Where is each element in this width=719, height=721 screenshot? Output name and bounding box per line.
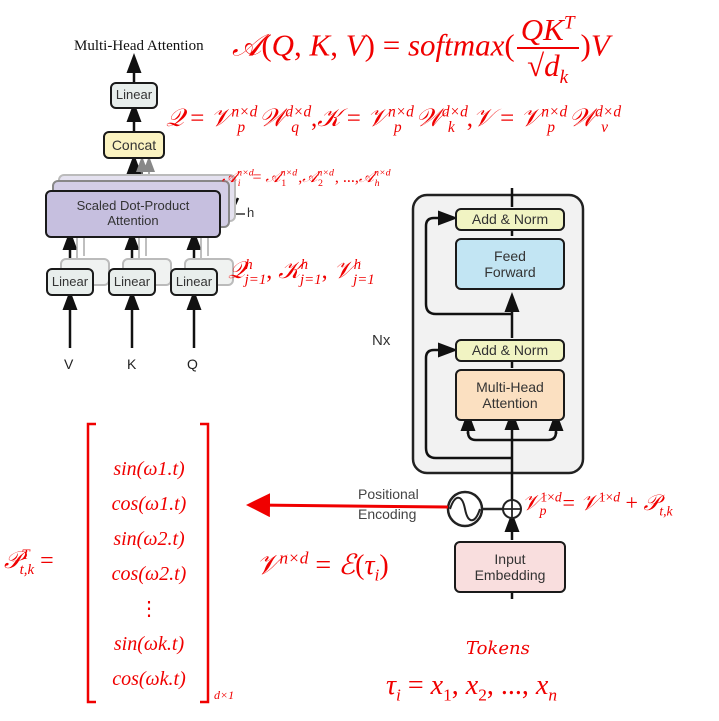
add-norm-bottom-label: Add & Norm [471,342,549,359]
add-norm-top-label: Add & Norm [471,211,549,228]
pos-matrix-row: sin(ω1.t) [113,458,185,480]
residual-connection-2 [424,210,512,316]
sdpa-label-line2: Attention [107,213,159,228]
pos-matrix-row: ⋮ [139,598,159,620]
nx-label: Nx [372,332,391,349]
ghost-head-lines [76,236,209,260]
input-embedding-box: Input Embedding [454,541,566,593]
linear-output-label: Linear [115,87,153,103]
attention-equation: 𝒜(Q, K, V) = softmax(QKT√dk)V [232,12,610,88]
heads-equation: 𝒜n×di= 𝒜n×d1,𝒜n×d2, ...,𝒜n×dh [222,167,391,190]
pos-matrix-row: cos(ω1.t) [111,493,187,515]
sdpa-label-line1: Scaled Dot-Product [76,198,190,214]
mha-branch [466,431,558,442]
h-label: h [247,205,255,220]
pos-matrix-lhs: 𝒫Tt,k = [4,546,54,578]
pos-matrix-row: cos(ωk.t) [112,668,186,690]
matrix-left-bracket [86,422,96,704]
encoder-block-frame [411,193,585,475]
pos-enc-line1: Positional [358,486,419,502]
add-norm-top-box: Add & Norm [455,208,565,231]
tokens-label: Tokens [466,638,530,659]
feed-forward-label-1: Feed [494,247,526,264]
input-label-k: K [127,356,137,372]
pos-matrix-row: sin(ω2.t) [113,528,185,550]
concat-label: Concat [111,136,157,153]
input-embedding-label-1: Input [494,550,526,567]
linear-k-box: Linear [108,268,156,296]
positional-encoding-label: Positional Encoding [358,485,419,524]
head-split-equation: 𝒬hj=1, 𝒦hj=1, 𝒱hj=1 [228,256,375,288]
pos-enc-line2: Encoding [358,505,417,522]
linear-v-label: Linear [51,273,89,289]
linear-k-label: Linear [113,273,151,289]
feed-forward-box: Feed Forward [455,238,565,290]
concat-box: Concat [103,131,165,159]
encoder-mha-label-2: Attention [482,395,538,411]
pos-matrix-body: sin(ω1.t) cos(ω1.t) sin(ω2.t) cos(ω2.t) … [98,452,200,697]
sine-wave-curve [449,496,481,522]
linear-v-box: Linear [46,268,94,296]
encoder-mha-label-1: Multi-Head [476,378,544,395]
feed-forward-label-2: Forward [484,264,536,280]
red-arrow-to-pos-matrix [246,493,449,518]
vp-equation: 𝒱1×dp= 𝒱1×d + 𝒫t,k [522,489,673,519]
tokens-equation: τi = x1, x2, ..., xn [386,670,558,705]
input-label-q: Q [187,356,198,372]
pos-matrix-row: sin(ωk.t) [113,633,185,655]
multi-head-title: Multi-Head Attention [74,38,204,54]
pos-matrix-row: cos(ω2.t) [111,563,187,585]
pos-matrix-dim: d×1 [214,688,235,702]
input-label-v: V [64,356,74,372]
sdpa-box: Scaled Dot-Product Attention [45,190,221,238]
matrix-right-bracket [200,422,210,704]
embedding-equation: 𝒱n×d = ℰ(τi) [256,548,389,585]
linear-q-label: Linear [175,273,213,289]
encoder-mha-box: Multi-Head Attention [455,369,565,421]
linear-output-box: Linear [110,82,158,109]
add-norm-bottom-box: Add & Norm [455,339,565,362]
residual-connection-1 [424,342,512,460]
input-embedding-label-2: Embedding [474,567,546,583]
linear-q-box: Linear [170,268,218,296]
